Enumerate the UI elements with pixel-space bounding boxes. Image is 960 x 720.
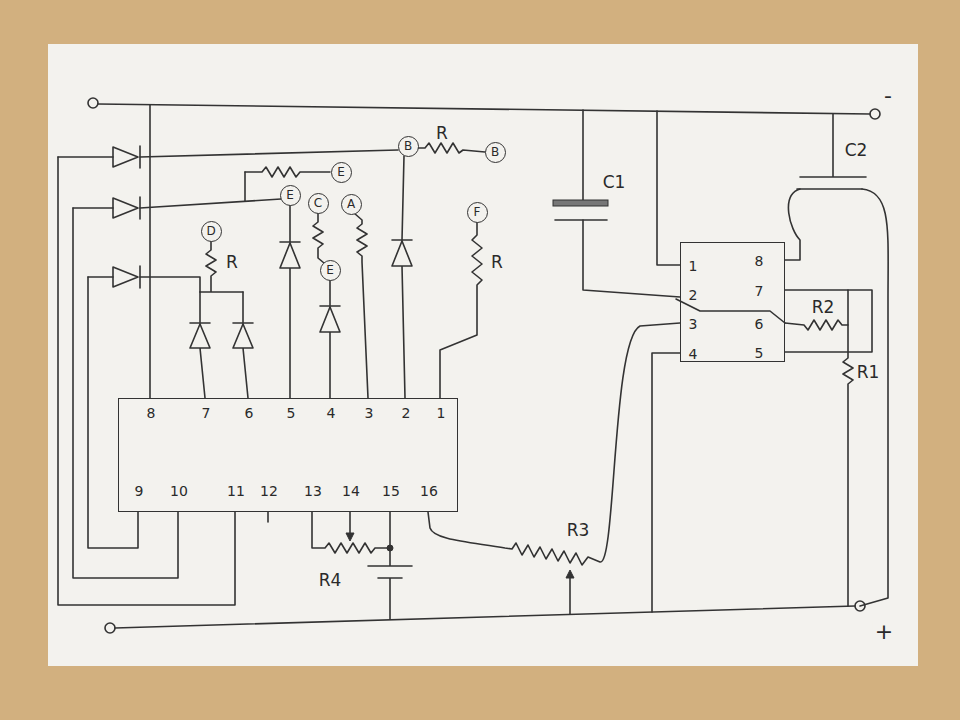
pin-number: 9 <box>134 484 145 498</box>
pin-number: 8 <box>754 254 765 268</box>
terminal-letter: E <box>326 264 334 276</box>
terminal-letter: B <box>491 146 499 158</box>
ic-chip: 1 8 2 7 3 6 4 5 <box>680 242 785 362</box>
pin-number: 16 <box>419 484 439 498</box>
terminal-circle: C <box>308 193 329 214</box>
component-label: - <box>882 85 894 107</box>
terminal-letter: E <box>337 166 345 178</box>
terminal-circle: B <box>398 136 419 157</box>
component-label: + <box>873 621 895 643</box>
pin-number: 1 <box>436 406 447 420</box>
component-label: R4 <box>317 572 344 589</box>
ic-chip: 8 7 6 5 4 3 2 1 9 10 11 12 13 14 15 16 <box>118 398 458 512</box>
paper-sheet <box>48 44 918 666</box>
symbol-fills <box>346 200 608 578</box>
pin-number: 2 <box>688 288 699 302</box>
pin-number: 6 <box>754 317 765 331</box>
terminal-letter: D <box>206 225 215 237</box>
component-label: C1 <box>601 174 628 191</box>
pin-number: 12 <box>259 484 279 498</box>
pin-number: 4 <box>688 347 699 361</box>
terminal-circle: E <box>280 185 301 206</box>
component-label: R3 <box>565 522 592 539</box>
pin-number: 3 <box>688 317 699 331</box>
wires <box>58 98 888 633</box>
pin-number: 8 <box>146 406 157 420</box>
terminal-letter: A <box>347 198 355 210</box>
pin-number: 10 <box>169 484 189 498</box>
component-label: R1 <box>855 364 882 381</box>
terminal-letter: F <box>474 206 481 218</box>
component-label: C2 <box>843 142 870 159</box>
pin-number: 7 <box>201 406 212 420</box>
terminal-letter: E <box>286 189 294 201</box>
terminal-circle: E <box>320 260 341 281</box>
component-label: R <box>224 254 240 271</box>
terminal-letter: B <box>404 140 412 152</box>
pin-number: 1 <box>688 259 699 273</box>
pin-number: 7 <box>754 284 765 298</box>
pin-number: 6 <box>244 406 255 420</box>
pin-number: 15 <box>381 484 401 498</box>
pin-number: 2 <box>401 406 412 420</box>
terminal-circle: B <box>485 142 506 163</box>
pin-number: 14 <box>341 484 361 498</box>
component-label: R <box>489 254 505 271</box>
terminal-circle: A <box>341 194 362 215</box>
pin-number: 5 <box>754 346 765 360</box>
terminal-circle: D <box>201 221 222 242</box>
terminal-letter: C <box>314 197 322 209</box>
terminal-circle: F <box>467 202 488 223</box>
pin-number: 13 <box>303 484 323 498</box>
component-label: R <box>434 125 450 142</box>
component-label: R2 <box>810 299 837 316</box>
terminal-circle: E <box>331 162 352 183</box>
pin-number: 5 <box>286 406 297 420</box>
pin-number: 11 <box>226 484 246 498</box>
pin-number: 3 <box>364 406 375 420</box>
pin-number: 4 <box>326 406 337 420</box>
